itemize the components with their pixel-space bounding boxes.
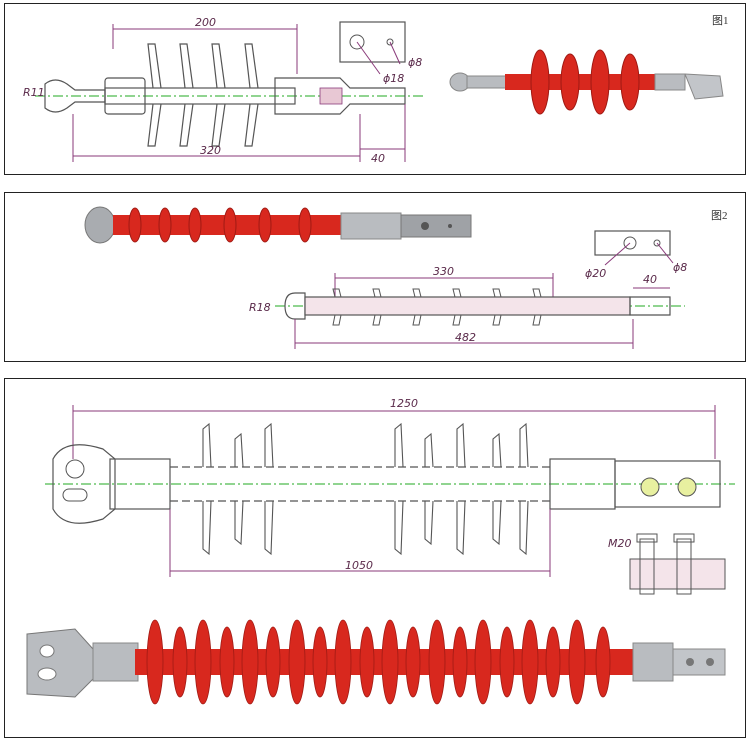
dim-top-text: 200 (195, 16, 216, 29)
figure-3-drawing: 1250 1050 (26, 397, 735, 705)
left-fitting (104, 77, 146, 115)
dim-hole-text: ϕ20 (585, 267, 606, 280)
dim-hole-text: ϕ18 (383, 72, 404, 85)
figure-2-drawing: 图2 ϕ20 ϕ8 330 40 R18 (84, 206, 728, 349)
dim-radius-text: R18 (249, 301, 271, 314)
dim-bolt-text: M20 (608, 537, 632, 550)
figure-label: 图2 (711, 209, 728, 222)
sheds (202, 422, 529, 556)
figure-2-panel: 图2 ϕ20 ϕ8 330 40 R18 (4, 192, 746, 362)
dim-top-text: 1250 (390, 397, 418, 410)
dim-top-text: 330 (433, 265, 454, 278)
insulator-photo-3 (26, 619, 726, 705)
detail-box (339, 21, 406, 63)
bolt-detail: M20 (608, 533, 726, 595)
sheds (147, 43, 259, 147)
insulator-photo-2 (84, 206, 472, 244)
detail-box (594, 230, 671, 256)
dim-right-text: 40 (643, 273, 657, 286)
dim-pin-text: ϕ8 (408, 56, 422, 69)
dim-bottom-text: 320 (200, 144, 221, 157)
end-fitting (614, 460, 721, 508)
end-fitting (629, 296, 671, 316)
dim-right-text: 40 (371, 152, 385, 165)
dim-bottom-text: 1050 (345, 559, 373, 572)
figure-label: 图1 (712, 14, 729, 27)
dim-radius-text: R11 (23, 86, 45, 99)
dim-bottom-text: 482 (455, 331, 476, 344)
figure-3-panel: 1250 1050 (4, 378, 746, 738)
dim-pin-text: ϕ8 (673, 261, 687, 274)
core-rod (304, 296, 631, 316)
figure-1-panel: 200 R11 ϕ18 ϕ8 (4, 3, 746, 175)
sheds (332, 288, 542, 326)
insulator-photo-1 (449, 49, 724, 115)
figure-1-drawing: 200 R11 ϕ18 ϕ8 (23, 14, 729, 165)
